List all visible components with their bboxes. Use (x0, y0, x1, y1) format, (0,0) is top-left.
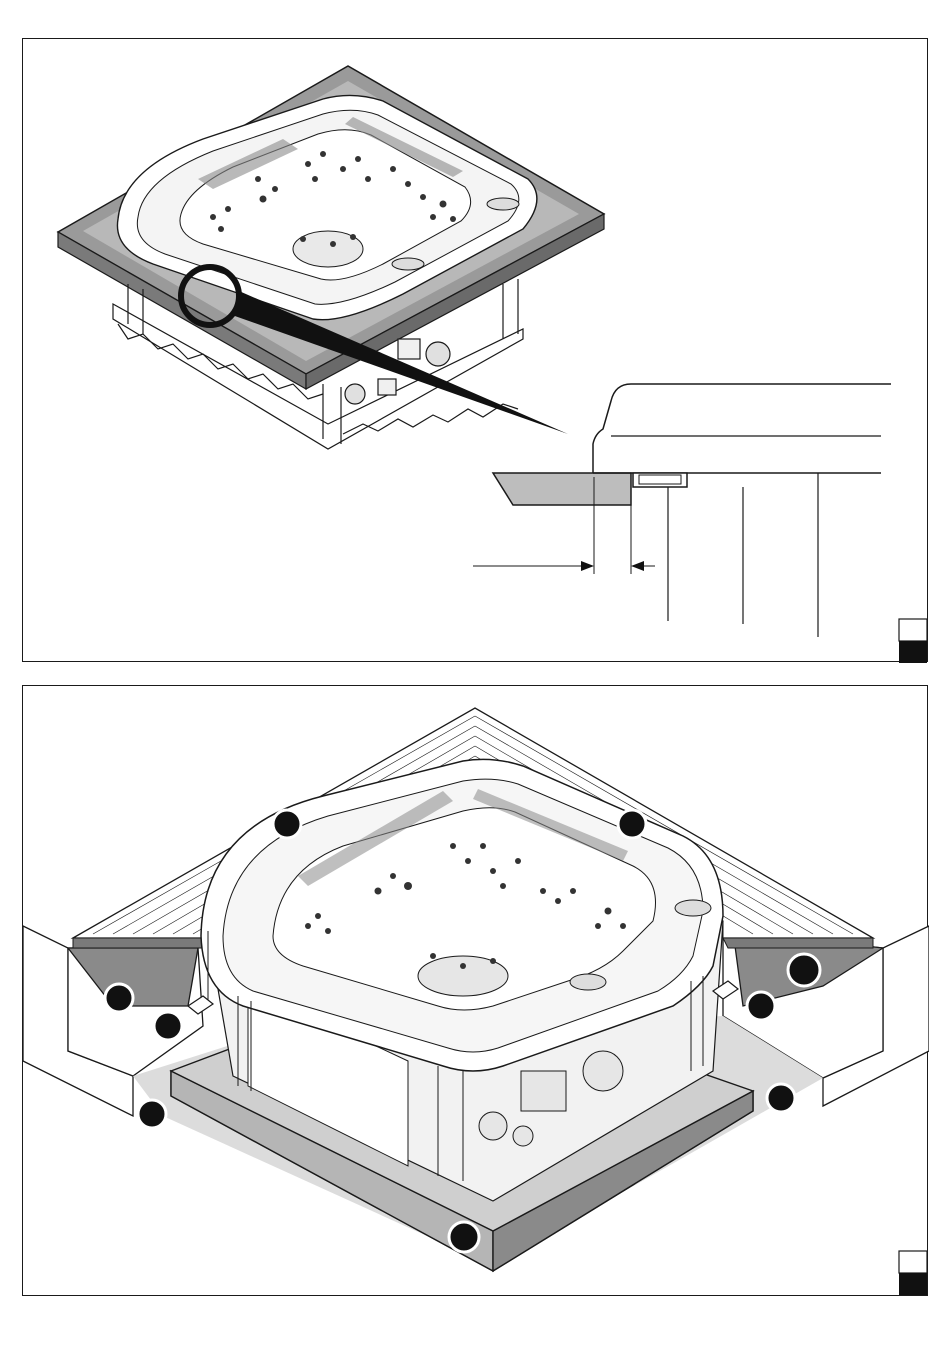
callout-dot-icon (154, 1012, 182, 1040)
callout-dot-icon (138, 1100, 166, 1128)
figure-2-panel (22, 685, 928, 1296)
figure-1-illustration (23, 39, 929, 663)
callout-dot-icon (273, 810, 301, 838)
page-tab-icon (899, 1251, 927, 1295)
callout-dot-icon (747, 992, 775, 1020)
callout-dot-icon (105, 984, 133, 1012)
callout-dot-icon (788, 954, 820, 986)
callout-dot-icon (618, 810, 646, 838)
page-tab-icon (899, 619, 927, 663)
callout-dot-icon (767, 1084, 795, 1112)
figure-1-panel (22, 38, 928, 662)
callout-dot-icon (449, 1222, 479, 1252)
figure-2-illustration (23, 686, 929, 1297)
